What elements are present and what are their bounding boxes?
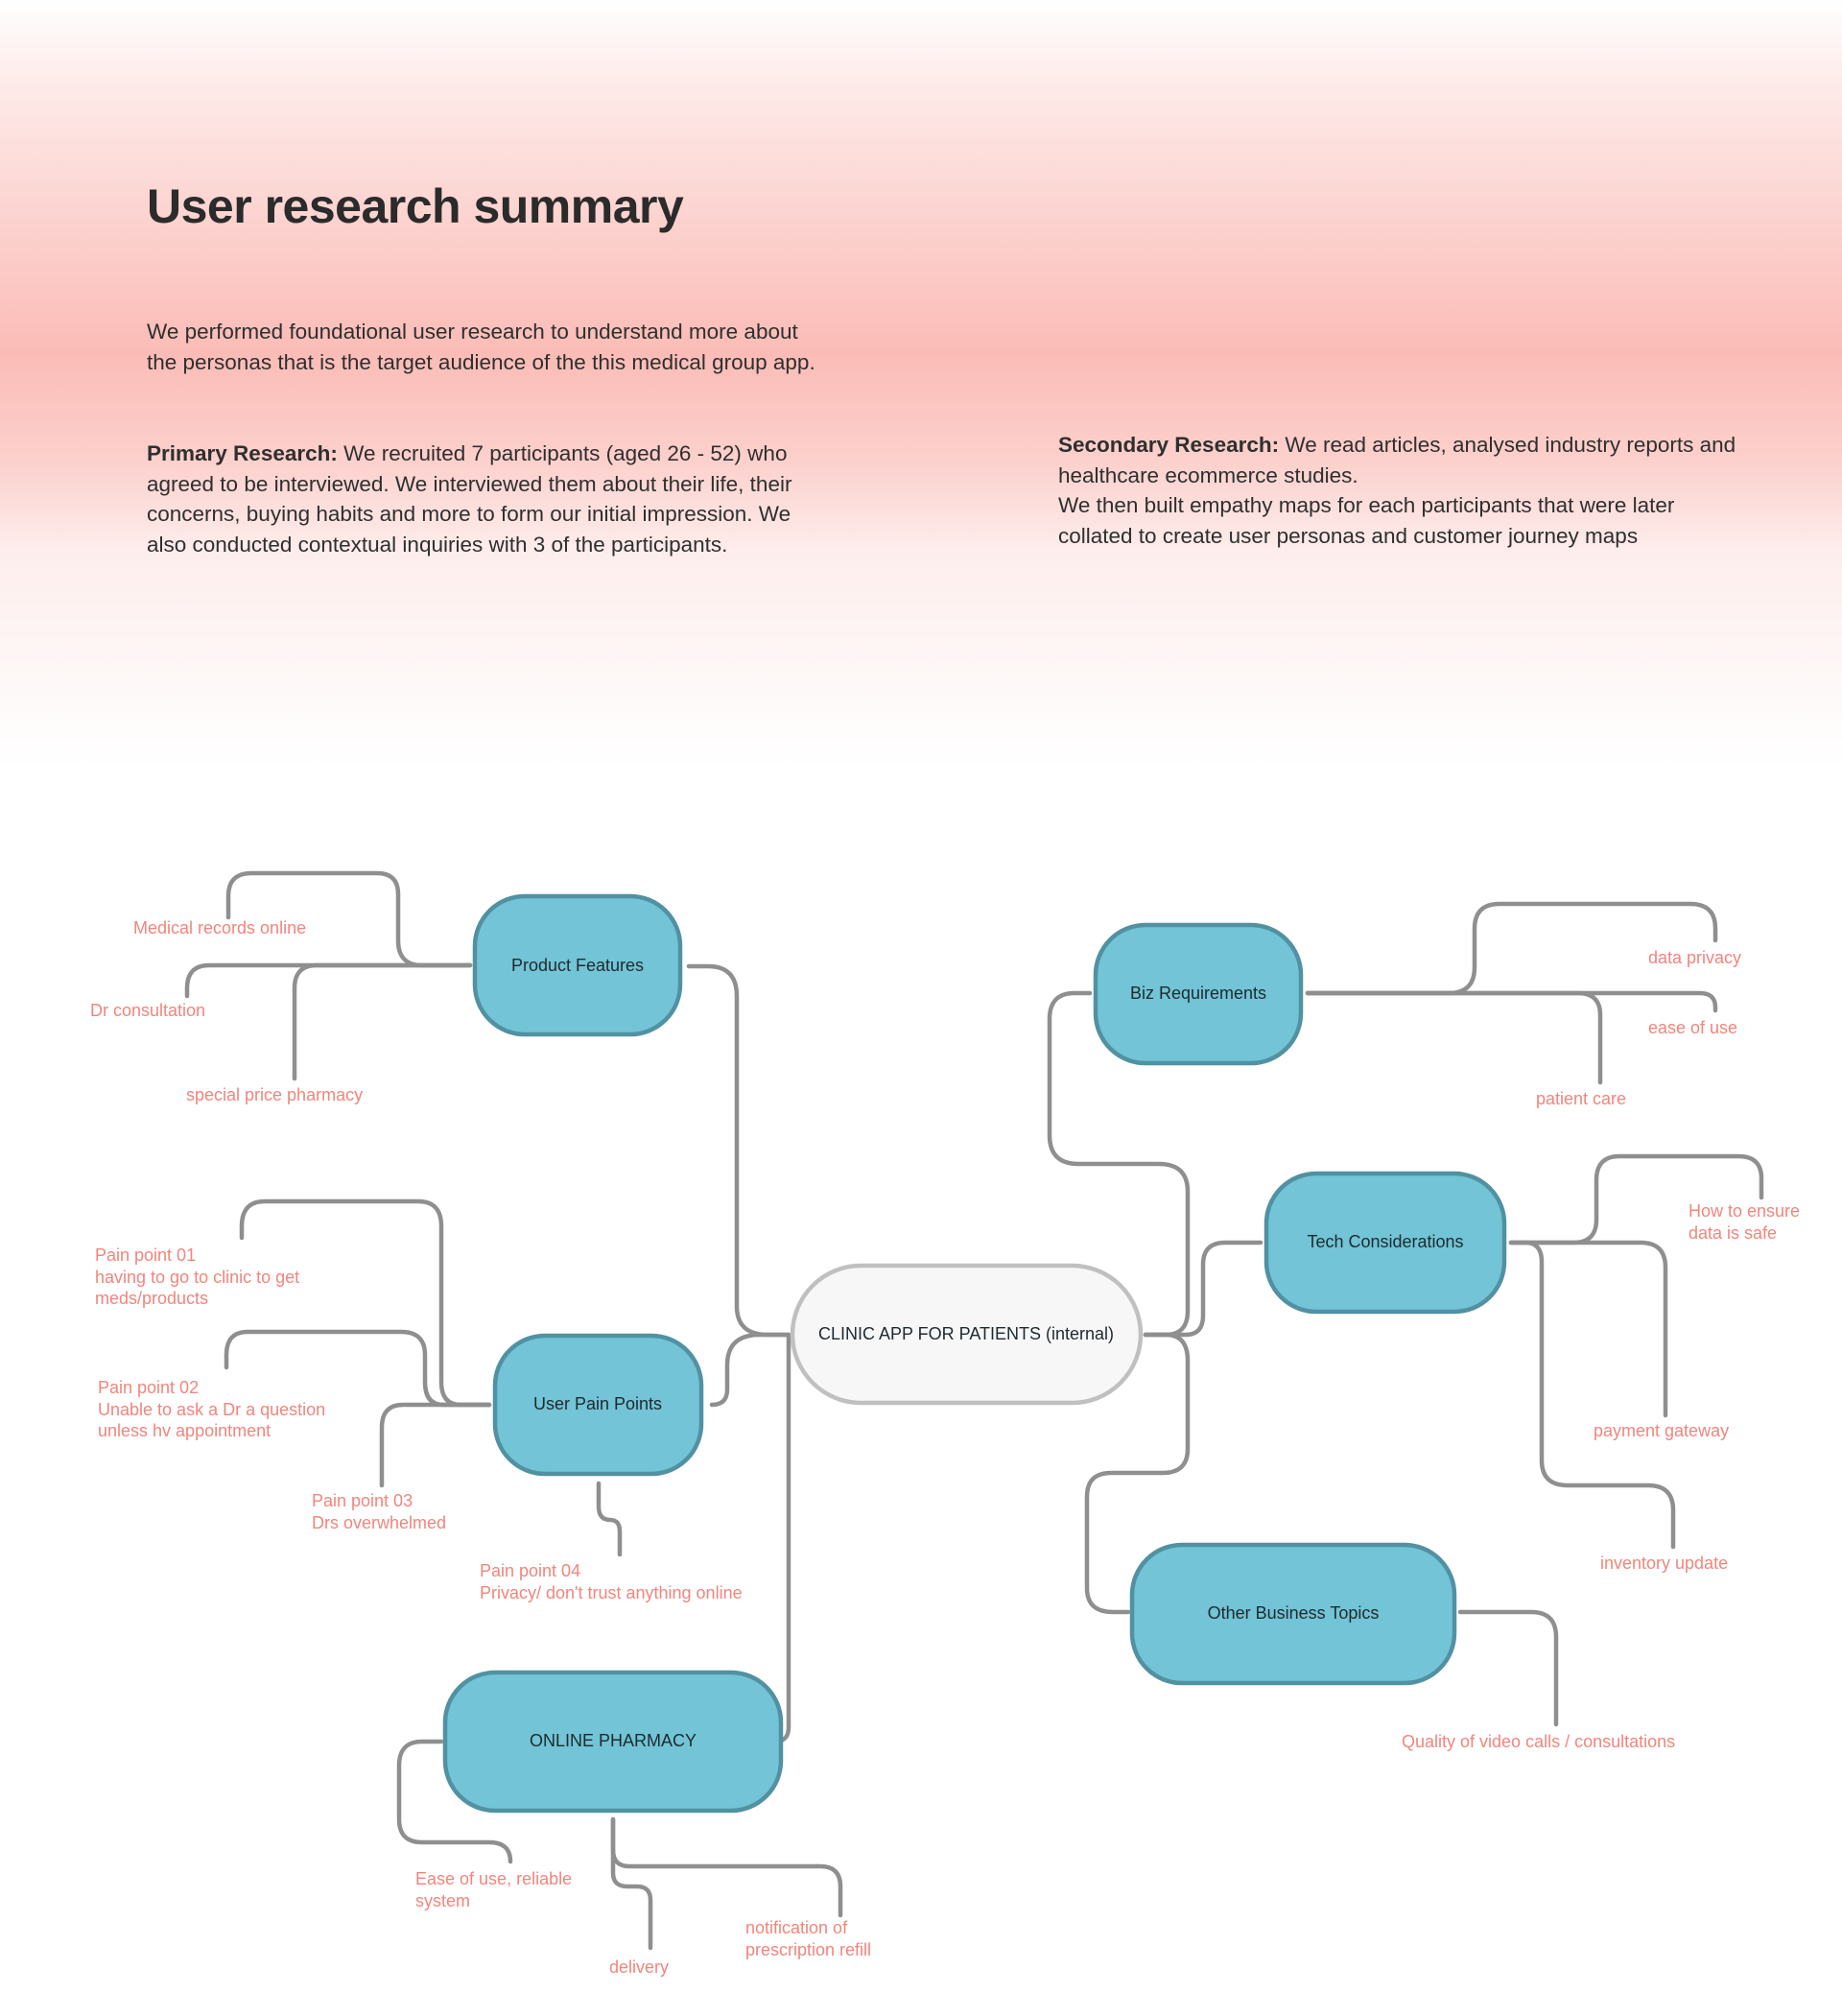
connector-pain-point-04 (596, 1481, 623, 1557)
leaf-ensure-data-safe: How to ensure data is safe (1688, 1201, 1800, 1243)
connector-ensure-data-safe (1508, 1153, 1764, 1245)
leaf-ease-reliable-line1: Ease of use, reliable (415, 1869, 572, 1888)
leaf-prescription-refill-line2: prescription refill (745, 1940, 871, 1959)
center-node-shape (790, 1263, 1144, 1406)
leaf-pain-point-04: Pain point 04 Privacy/ don't trust anyth… (480, 1561, 743, 1602)
leaf-prescription-refill-line1: notification of (745, 1918, 848, 1937)
leaf-pain-point-03-title: Pain point 03 (312, 1491, 413, 1510)
connector-medical-records (225, 870, 473, 968)
leaf-inventory-update: inventory update (1600, 1554, 1728, 1573)
leaf-pain-point-04-line1: Privacy/ don't trust anything online (480, 1583, 743, 1602)
leaf-pain-point-02-title: Pain point 02 (98, 1378, 199, 1397)
node-user-pain-points-label: User Pain Points (533, 1394, 662, 1413)
leaf-medical-records: Medical records online (133, 918, 306, 937)
center-node[interactable]: CLINIC APP FOR PATIENTS (internal) (790, 1263, 1144, 1406)
connector-pain-point-02 (224, 1329, 492, 1408)
leaf-ensure-data-safe-line1: How to ensure (1688, 1201, 1800, 1221)
node-online-pharmacy[interactable]: ONLINE PHARMACY (442, 1670, 784, 1814)
connector-dr-consultation (184, 962, 473, 999)
primary-research-text: We recruited 7 participants (aged 26 - 5… (147, 441, 792, 557)
node-online-pharmacy-shape (442, 1670, 784, 1814)
connector-special-price-pharmacy (292, 962, 473, 1081)
leaf-prescription-refill: notification of prescription refill (745, 1918, 871, 1959)
online-pharmacy-connectors (396, 1739, 843, 1951)
biz-requirements-connectors (1305, 901, 1718, 1085)
leaf-pain-point-03: Pain point 03 Drs overwhelmed (312, 1491, 446, 1532)
leaf-patient-care: patient care (1536, 1089, 1626, 1108)
node-biz-requirements-shape (1093, 922, 1304, 1066)
leaf-delivery: delivery (609, 1957, 669, 1977)
connector-payment-gateway (1508, 1240, 1668, 1418)
leaf-dr-consultation: Dr consultation (90, 1001, 205, 1020)
node-other-business-topics-label: Other Business Topics (1208, 1603, 1380, 1623)
node-product-features-label: Product Features (511, 956, 644, 975)
leaf-ensure-data-safe-line2: data is safe (1688, 1223, 1777, 1243)
product-features-connectors (184, 870, 473, 1081)
node-tech-considerations-shape (1263, 1171, 1507, 1315)
header-gradient-background (0, 0, 1842, 768)
connector-ease-reliable (396, 1739, 513, 1864)
leaf-pain-point-02-line2: unless hv appointment (98, 1421, 271, 1440)
leaf-pain-point-01-title: Pain point 01 (95, 1245, 196, 1265)
leaf-payment-gateway: payment gateway (1594, 1421, 1729, 1440)
leaf-pain-point-01-line2: meds/products (95, 1289, 208, 1308)
other-business-topics-connectors (1457, 1609, 1559, 1727)
leaf-pain-point-04-title: Pain point 04 (480, 1561, 580, 1580)
leaf-pain-point-01: Pain point 01 having to go to clinic to … (95, 1245, 299, 1308)
secondary-research-text-2: We then built empathy maps for each part… (1058, 493, 1675, 548)
connector-ease-of-use (1305, 990, 1718, 1013)
intro-paragraph: We performed foundational user research … (147, 320, 815, 374)
node-user-pain-points-shape (492, 1333, 704, 1477)
leaf-ease-reliable-line2: system (415, 1891, 470, 1910)
page-title: User research summary (147, 179, 684, 233)
leaf-ease-of-use: ease of use (1648, 1018, 1737, 1037)
secondary-research-label: Secondary Research: (1058, 433, 1280, 457)
connector-patient-care (1305, 990, 1603, 1085)
node-product-features-shape (472, 893, 683, 1037)
primary-research-label: Primary Research: (147, 441, 338, 465)
leaf-pain-point-02: Pain point 02 Unable to ask a Dr a quest… (98, 1378, 325, 1440)
secondary-research-text: We read articles, analysed industry repo… (1058, 433, 1736, 487)
connector-prescription-refill (610, 1816, 843, 1918)
leaf-data-privacy: data privacy (1648, 948, 1741, 967)
node-other-business-topics-shape (1129, 1542, 1457, 1686)
secondary-research-paragraph: Secondary Research: We read articles, an… (1058, 430, 1749, 551)
connector-center-tech-considerations (1143, 1240, 1263, 1338)
center-node-label: CLINIC APP FOR PATIENTS (internal) (818, 1324, 1114, 1343)
leaf-video-quality: Quality of video calls / consultations (1402, 1732, 1675, 1751)
node-biz-requirements-label: Biz Requirements (1130, 984, 1266, 1003)
leaf-special-price-pharmacy: special price pharmacy (186, 1085, 363, 1104)
node-tech-considerations-label: Tech Considerations (1307, 1232, 1463, 1251)
connector-inventory-update (1508, 1240, 1676, 1550)
user-pain-points-connectors (224, 1198, 623, 1557)
node-online-pharmacy-label: ONLINE PHARMACY (530, 1731, 697, 1750)
primary-research-paragraph: Primary Research: We recruited 7 partici… (147, 439, 818, 559)
leaf-ease-reliable: Ease of use, reliable system (415, 1869, 572, 1910)
node-product-features[interactable]: Product Features (472, 893, 683, 1037)
connector-pain-point-01 (239, 1198, 492, 1408)
connector-center-online-pharmacy (772, 1332, 791, 1744)
leaf-pain-point-01-line1: having to go to clinic to get (95, 1268, 299, 1287)
connector-pain-point-03 (379, 1402, 492, 1488)
connector-center-biz-requirements (1047, 990, 1191, 1338)
node-user-pain-points[interactable]: User Pain Points (492, 1333, 704, 1477)
connector-center-product-features (686, 963, 791, 1338)
connector-delivery (610, 1816, 653, 1951)
connector-center-other-business-topics (1084, 1332, 1191, 1615)
connector-video-quality (1457, 1609, 1559, 1727)
node-biz-requirements[interactable]: Biz Requirements (1093, 922, 1304, 1066)
connector-center-user-pain-points (709, 1332, 791, 1408)
tech-considerations-connectors (1508, 1153, 1764, 1550)
node-tech-considerations[interactable]: Tech Considerations (1263, 1171, 1507, 1315)
node-other-business-topics[interactable]: Other Business Topics (1129, 1542, 1457, 1686)
leaf-pain-point-03-line1: Drs overwhelmed (312, 1513, 446, 1532)
leaf-pain-point-02-line1: Unable to ask a Dr a question (98, 1400, 325, 1419)
connector-data-privacy (1305, 901, 1718, 996)
